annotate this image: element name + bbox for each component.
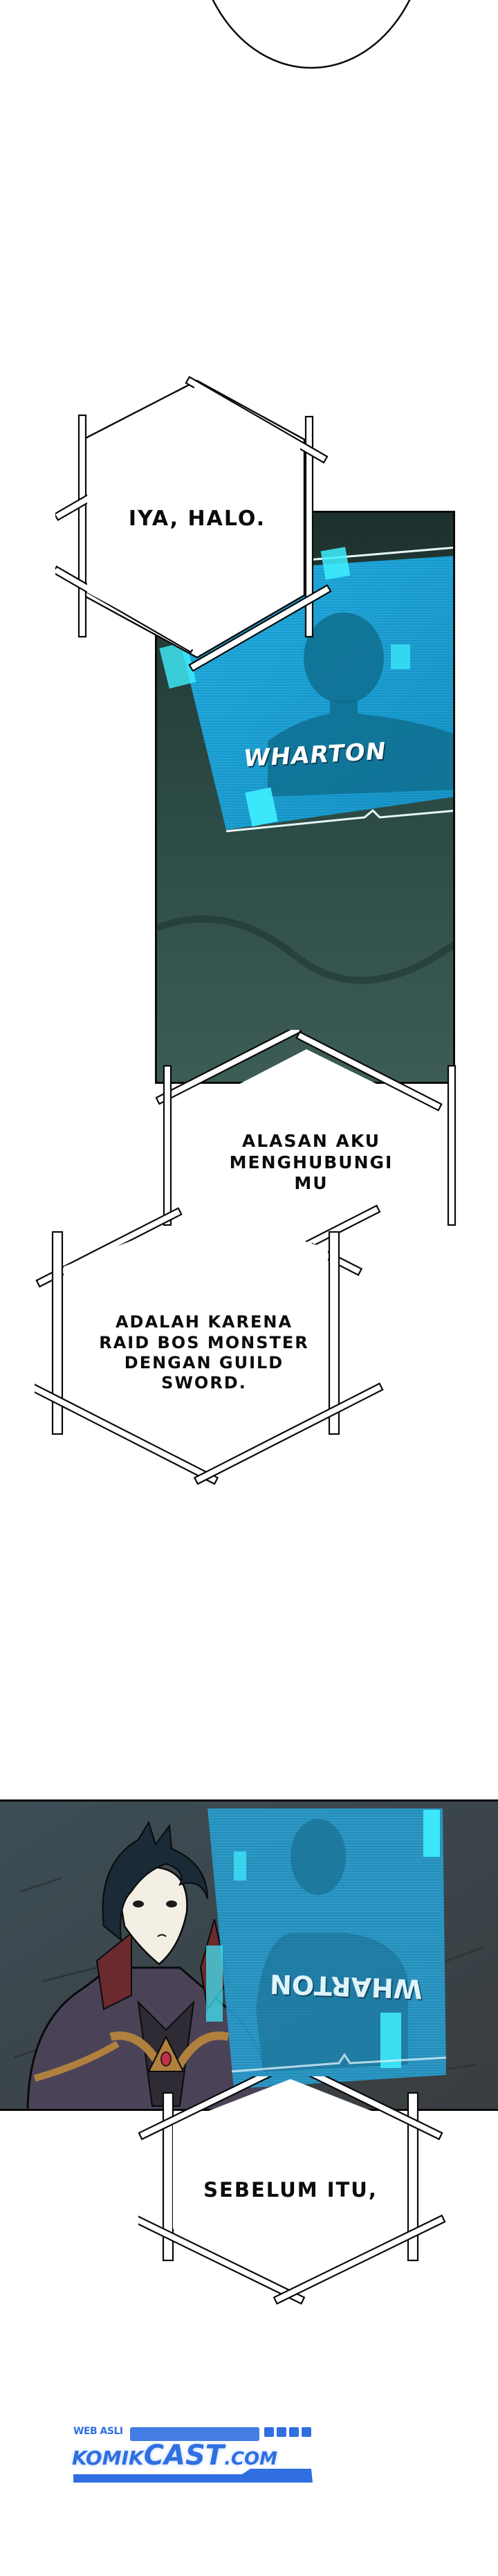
bubble-line: SEBELUM ITU, xyxy=(203,2178,378,2202)
panel-2-art xyxy=(0,1802,498,2109)
speech-bubble-1: IYA, HALO. xyxy=(90,498,304,540)
bubble-line: RAID BOS MONSTER xyxy=(99,1332,309,1352)
speech-bubble-4: SEBELUM ITU, xyxy=(173,2173,408,2208)
bubble-line: DENGAN GUILD xyxy=(124,1353,284,1372)
watermark-brand-main: CAST xyxy=(143,2440,225,2471)
hologram-card-name-mirrored: WHARTON xyxy=(269,1968,423,2004)
komikcast-watermark[interactable]: WEB ASLI KOMIKCAST.COM xyxy=(69,2419,318,2485)
bubble-line: MU xyxy=(294,1173,329,1194)
watermark-brand: KOMIKCAST.COM xyxy=(72,2440,277,2471)
top-speech-bubble-partial xyxy=(212,0,411,69)
watermark-brand-left: KOMIK xyxy=(72,2447,144,2469)
speech-bubble-3: ADALAH KARENA RAID BOS MONSTER DENGAN GU… xyxy=(76,1294,332,1412)
bubble-line: ADALAH KARENA xyxy=(115,1312,293,1332)
watermark-brand-suffix: .COM xyxy=(224,2449,278,2469)
bubble-line: IYA, HALO. xyxy=(128,506,266,531)
speech-bubble-3-frame xyxy=(35,1204,384,1485)
watermark-top-label: WEB ASLI xyxy=(73,2426,123,2437)
watermark-logo xyxy=(73,2427,313,2483)
bubble-line: ALASAN AKU xyxy=(241,1131,381,1152)
panel-character-hologram: WHARTON xyxy=(0,1799,498,2111)
speech-bubble-4-frame xyxy=(138,2076,446,2305)
hologram-card-mirrored xyxy=(206,1808,447,2089)
speech-bubble-2-frame xyxy=(156,1030,456,1237)
speech-bubble-2: ALASAN AKU MENGHUBUNGI MU xyxy=(208,1118,415,1208)
bubble-line: MENGHUBUNGI xyxy=(229,1152,394,1172)
speech-bubble-1-frame xyxy=(55,376,332,671)
bubble-line: SWORD. xyxy=(161,1373,247,1393)
